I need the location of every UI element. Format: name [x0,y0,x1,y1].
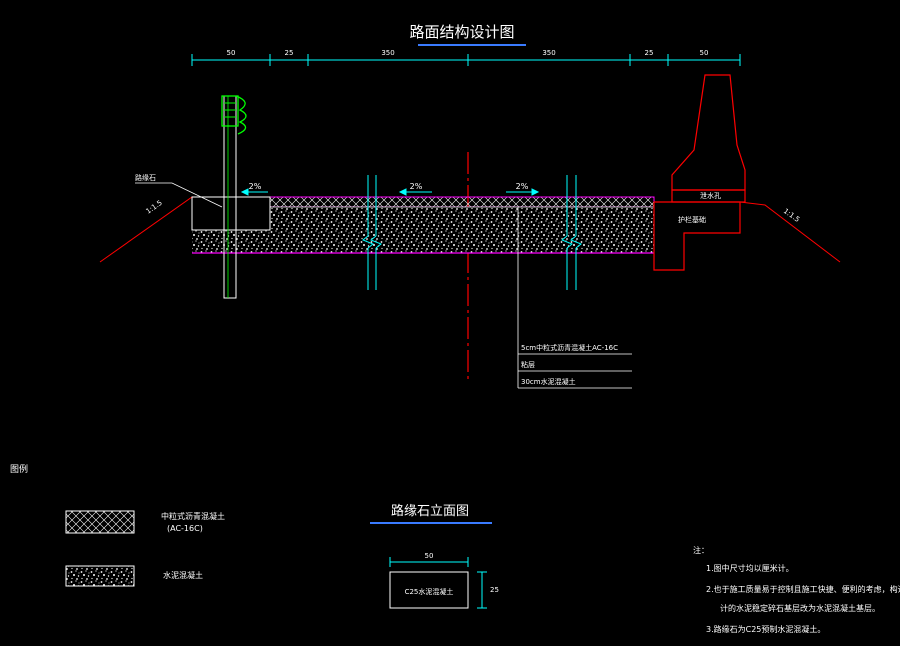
break-lines [362,175,582,290]
curb-width-label: 50 [425,552,434,560]
dim-label-4: 350 [542,49,555,57]
slope-label-mid: 2% [410,182,423,191]
asphalt-layer [269,196,655,208]
layer-label-2: 粘层 [521,360,535,369]
layer-callout [517,207,632,389]
left-slope-label: 1:1.5 [145,199,164,216]
layer-label-3: 30cm水泥混凝土 [521,377,576,386]
slope-label-left: 2% [249,182,262,191]
left-side-slope [99,196,193,263]
right-side-slope [739,201,841,263]
legend-label-concrete: 水泥混凝土 [163,570,203,580]
dim-label-6: 50 [700,49,709,57]
note-line-2: 2.也于施工质量易于控制且施工快捷、便利的考虑，构造设 [706,584,900,594]
drawing-title: 路面结构设计图 [409,23,514,41]
slope-label-right: 2% [516,182,529,191]
dim-label-3: 350 [381,49,394,57]
curb-stone [191,196,271,231]
notes-heading: 注： [693,545,709,555]
concrete-barrier [653,74,746,271]
legend-swatch-crosshatch [65,510,135,534]
slope-arrows [240,188,540,196]
dim-label-5: 25 [645,49,654,57]
legend-title: 图例 [10,463,28,475]
dim-label-2: 25 [285,49,294,57]
curb-elevation-dims [389,557,487,609]
note-line-4: 3.路缘石为C25预制水泥混凝土。 [706,624,825,634]
layer-label-1: 5cm中粒式沥青混凝土AC-16C [521,343,618,352]
drain-hole-label: 泄水孔 [700,191,721,200]
dimension-chain [191,54,741,66]
curb-label: 路缘石 [135,173,156,182]
curb-elevation-block [389,571,469,609]
concrete-base-layer [270,207,654,231]
barrier-base-label: 护栏基础 [678,215,706,224]
note-line-3: 计的水泥稳定碎石基层改为水泥混凝土基层。 [720,603,880,613]
dim-label-1: 50 [227,49,236,57]
legend-swatch-stipple [65,565,135,587]
guardrail-post [221,95,247,299]
curb-height-label: 25 [490,586,499,594]
legend-sub-asphalt: (AC-16C) [167,524,203,533]
legend-label-asphalt: 中粒式沥青混凝土 [161,511,225,521]
right-slope-label: 1:1.5 [782,207,801,224]
concrete-base-lower [192,229,654,253]
curb-block-label: C25水泥混凝土 [405,587,454,596]
curb-leader [135,182,223,208]
note-line-1: 1.图中尺寸均以厘米计。 [706,563,794,573]
curb-elevation-title: 路缘石立面图 [391,503,469,519]
